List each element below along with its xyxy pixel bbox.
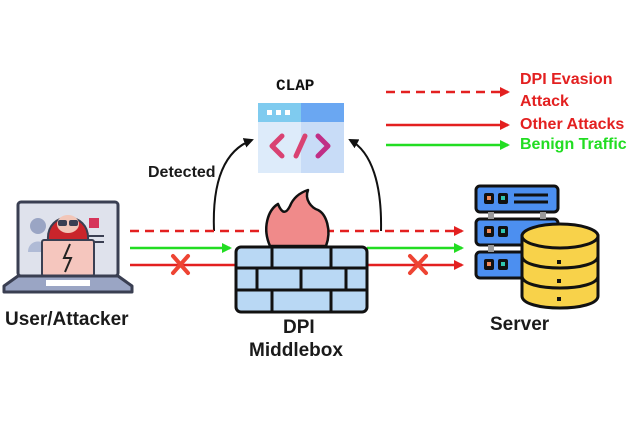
detected-arrow-right	[348, 139, 383, 232]
legend-benign-label: Benign Traffic	[520, 136, 627, 153]
detected-arrow-left	[212, 138, 254, 232]
legend	[386, 87, 510, 150]
legend-other-attacks-label: Other Attacks	[520, 116, 625, 133]
blocked-x-icon	[171, 254, 190, 275]
legend-dpi-evasion-label-2: Attack	[520, 93, 569, 110]
clap-window-icon	[258, 103, 344, 173]
middlebox-label-line1: DPI	[283, 317, 315, 338]
firewall-icon	[234, 245, 369, 314]
attacker-laptop-icon	[2, 200, 134, 294]
legend-dpi-evasion-label-1: DPI Evasion	[520, 71, 613, 88]
user-attacker-label: User/Attacker	[5, 309, 129, 330]
middlebox-label-line2: Middlebox	[249, 340, 343, 361]
detected-label: Detected	[148, 164, 216, 181]
database-icon	[520, 222, 600, 310]
clap-label: CLAP	[276, 77, 315, 95]
blocked-x-icon	[408, 254, 428, 275]
flame-icon	[265, 188, 330, 248]
server-label: Server	[490, 314, 550, 335]
